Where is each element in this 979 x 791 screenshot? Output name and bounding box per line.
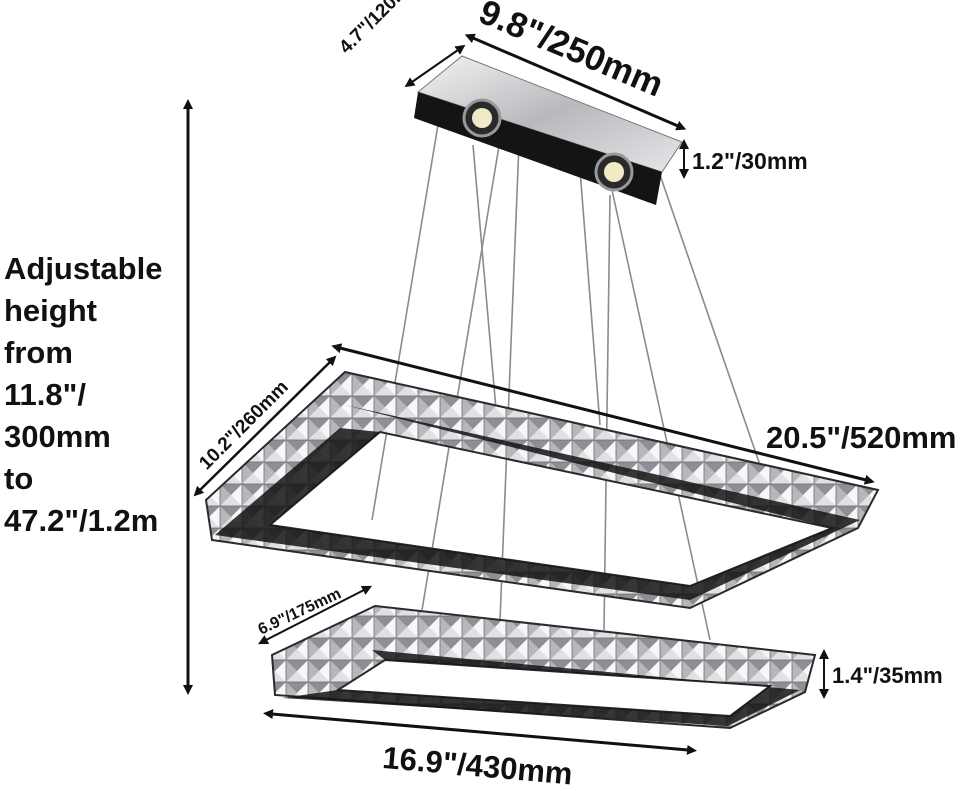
canopy-height-label: 1.2"/30mm [692,148,808,174]
cable [499,117,521,621]
cable [611,189,711,641]
text-line: to [4,461,34,496]
large-ring-length-label: 20.5"/520mm [766,420,957,455]
large-ring-depth-arrow [193,355,337,497]
canopy-length-arrow [464,33,687,131]
adjustable-height-text: Adjustable height from 11.8"/ 300mm to 4… [4,248,184,542]
text-line: 300mm [4,419,111,454]
cable [659,174,761,466]
small-ring-depth-arrow [257,585,373,645]
small-ring-height-label: 1.4"/35mm [832,663,943,688]
small-crystal-ring [270,604,817,730]
dimension-arrows [183,33,875,755]
small-ring-length-arrow [263,709,697,755]
large-ring-length-arrow [331,343,875,485]
text-line: from [4,335,73,370]
canopy-depth-arrow [404,44,466,88]
text-line: Adjustable [4,251,163,286]
large-crystal-ring [204,370,880,610]
text-line: height [4,293,97,328]
text-line: 47.2"/1.2m [4,503,159,538]
cable [579,169,601,426]
cable [421,139,501,611]
cable [603,194,611,631]
text-line: 11.8"/ [4,377,86,412]
cable [371,124,439,521]
